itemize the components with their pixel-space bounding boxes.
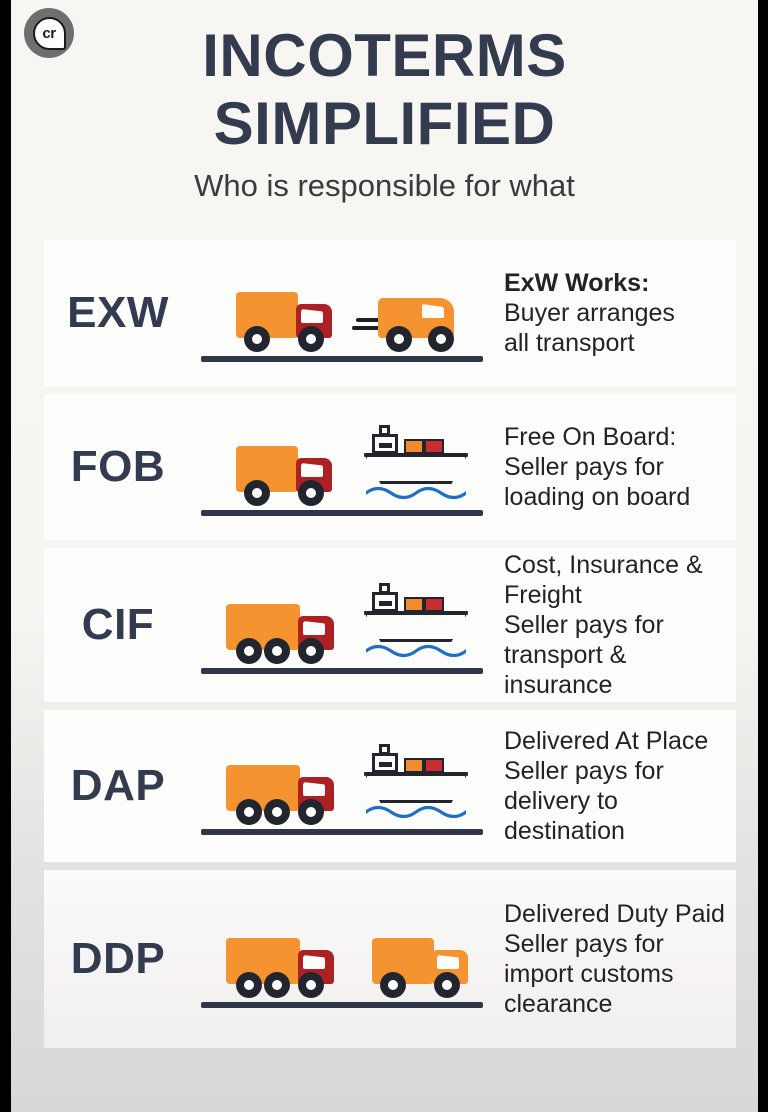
incoterm-description: Delivered At Place Seller pays for deliv… <box>492 726 736 846</box>
van-icon <box>352 290 462 352</box>
incoterm-row-list: EXW <box>44 240 736 1056</box>
transport-scene <box>192 412 492 522</box>
incoterm-row-exw: EXW <box>44 240 736 386</box>
truck-icon <box>236 442 336 506</box>
incoterm-row-ddp: DDP <box>44 870 736 1048</box>
incoterm-description: ExW Works: Buyer arranges all transport <box>492 268 736 358</box>
ground-line <box>201 510 483 516</box>
incoterm-title: ExW Works: <box>504 269 650 297</box>
incoterm-body-line: loading on board <box>504 483 691 511</box>
incoterm-title: Cost, Insurance & Freight <box>504 551 703 609</box>
water-waves-icon <box>366 644 466 658</box>
page-subtitle: Who is responsible for what <box>194 168 575 203</box>
truck-icon <box>372 934 472 998</box>
incoterm-body-line: clearance <box>504 990 613 1018</box>
ground-line <box>201 1002 483 1008</box>
incoterm-code: DAP <box>70 761 166 810</box>
water-waves-icon <box>366 805 466 819</box>
transport-scene <box>192 904 492 1014</box>
incoterm-body-line: import customs <box>504 960 674 988</box>
incoterm-title: Delivered Duty Paid <box>504 900 725 928</box>
page-title-line-1: INCOTERMS <box>202 22 567 89</box>
poster-header: INCOTERMS SIMPLIFIED Who is responsible … <box>11 0 758 204</box>
ground-line <box>201 356 483 362</box>
truck-icon <box>226 761 338 825</box>
truck-icon <box>226 934 338 998</box>
incoterm-body-line: Seller pays for <box>504 930 664 958</box>
incoterm-code: FOB <box>70 442 166 491</box>
incoterm-body-line: delivery to <box>504 787 618 815</box>
truck-icon <box>236 288 336 352</box>
ship-icon <box>364 424 468 502</box>
ship-icon <box>364 582 468 660</box>
incoterm-body-line: Buyer arranges <box>504 299 675 327</box>
incoterm-description: Free On Board: Seller pays for loading o… <box>492 422 736 512</box>
incoterm-body-line: Seller pays for <box>504 611 664 639</box>
cr-logo: cr <box>24 8 74 58</box>
incoterm-row-dap: DAP <box>44 710 736 862</box>
incoterm-code: EXW <box>67 288 169 337</box>
incoterm-code: DDP <box>70 934 166 983</box>
cr-logo-text: cr <box>32 16 66 50</box>
incoterm-body-line: destination <box>504 817 625 845</box>
incoterm-row-fob: FOB <box>44 394 736 540</box>
incoterm-body-line: Seller pays for <box>504 453 664 481</box>
incoterm-row-cif: CIF <box>44 548 736 702</box>
page-title-line-2: SIMPLIFIED <box>213 90 556 157</box>
incoterm-code: CIF <box>81 600 155 649</box>
incoterm-description: Delivered Duty Paid Seller pays for impo… <box>492 899 736 1019</box>
ship-icon <box>364 743 468 821</box>
incoterm-body-line: transport & insurance <box>504 641 627 699</box>
ground-line <box>201 829 483 835</box>
incoterm-title: Free On Board: <box>504 423 677 451</box>
transport-scene <box>192 258 492 368</box>
ground-line <box>201 668 483 674</box>
incoterm-body-line: Seller pays for <box>504 757 664 785</box>
incoterm-title: Delivered At Place <box>504 727 709 755</box>
water-waves-icon <box>366 486 466 500</box>
transport-scene <box>192 570 492 680</box>
truck-icon <box>226 600 338 664</box>
incoterm-body-line: all transport <box>504 329 635 357</box>
transport-scene <box>192 731 492 841</box>
incoterm-description: Cost, Insurance & Freight Seller pays fo… <box>492 550 736 700</box>
